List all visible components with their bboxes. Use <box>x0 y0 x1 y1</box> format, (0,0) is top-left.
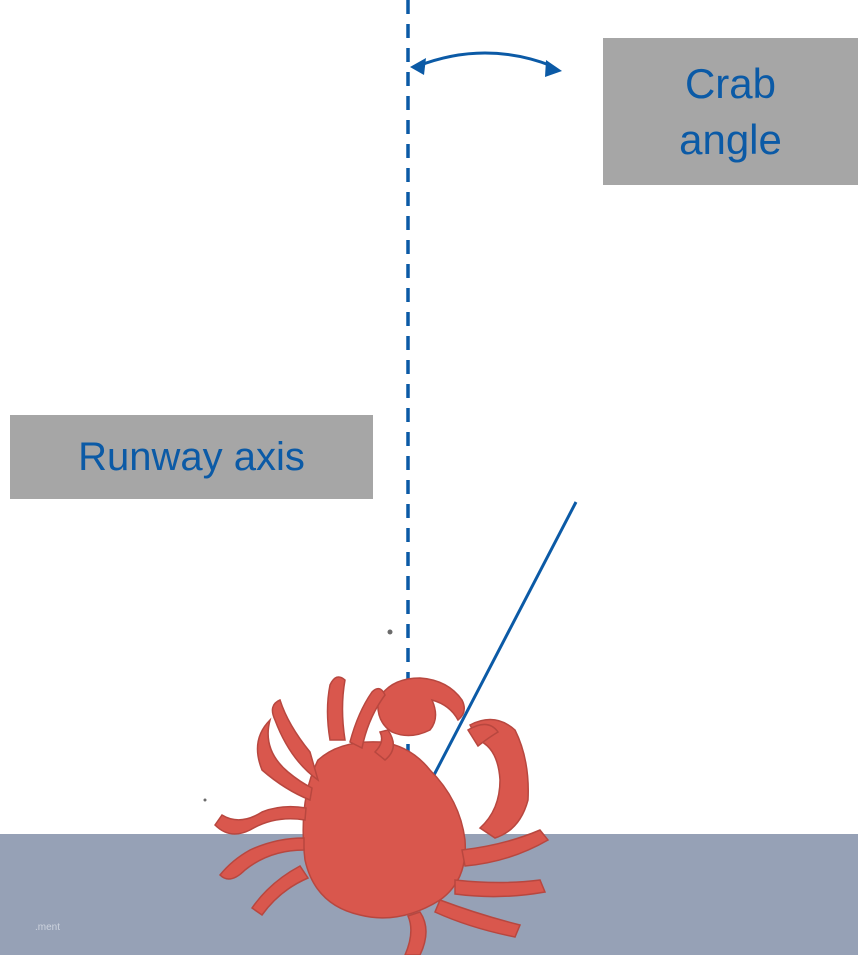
runway-axis-label: Runway axis <box>10 415 373 499</box>
crab-angle-label: Crab angle <box>603 38 858 185</box>
angle-arrow-icon <box>410 53 562 77</box>
crab-icon <box>204 630 549 955</box>
